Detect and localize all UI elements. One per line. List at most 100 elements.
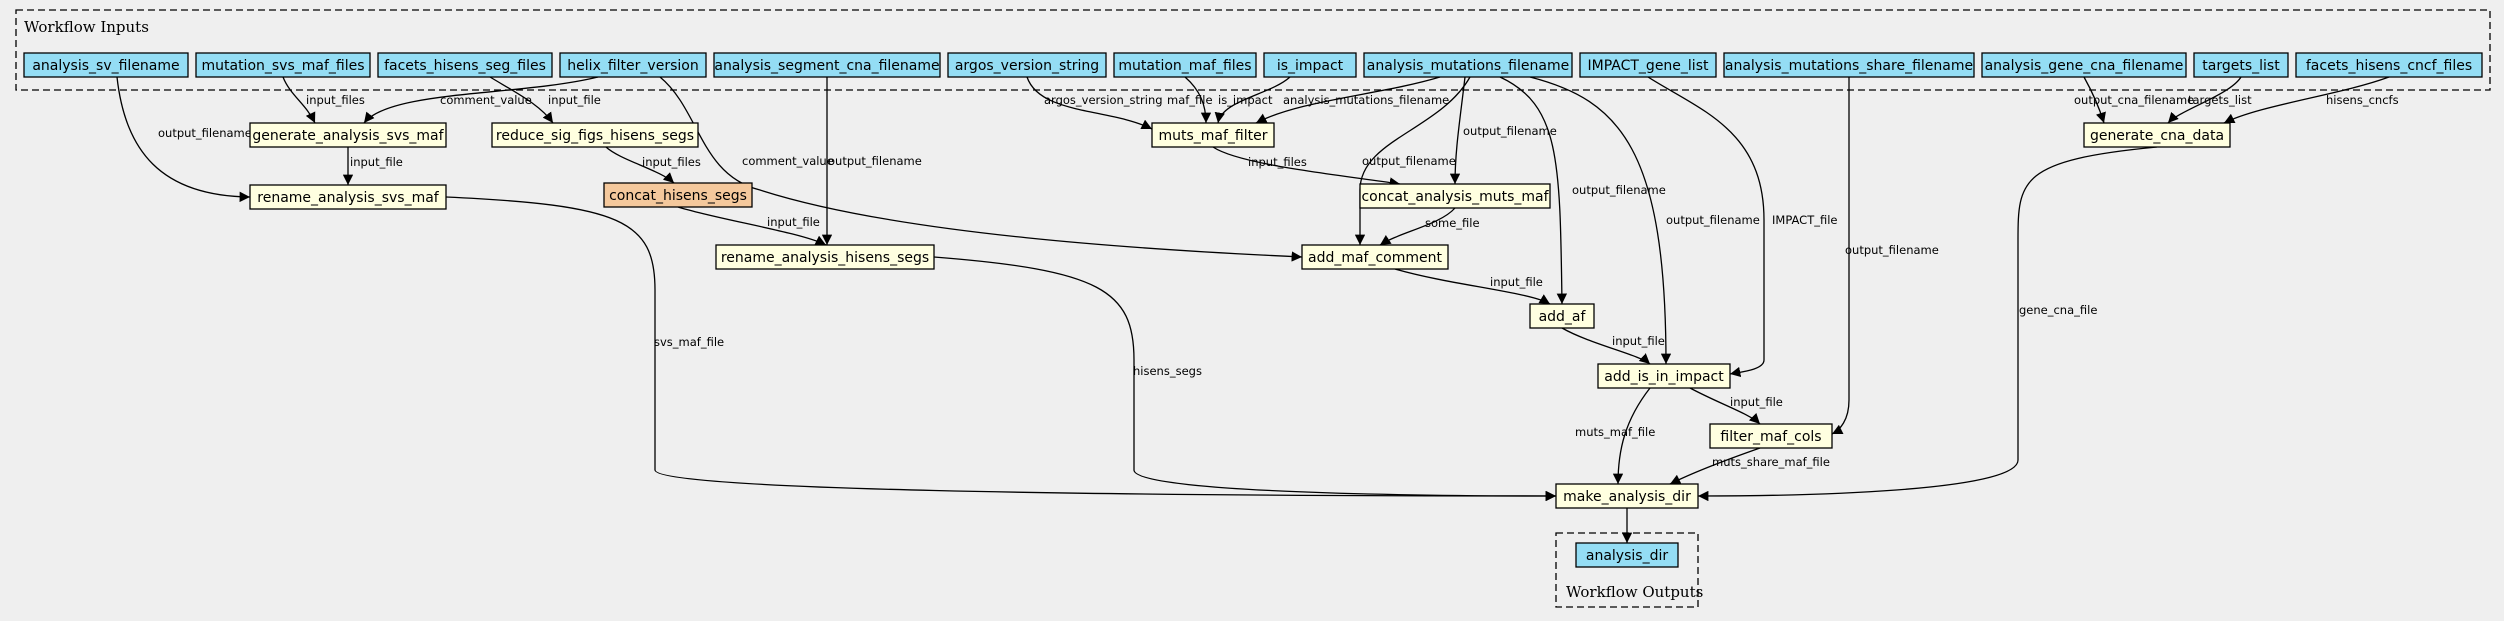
node-label-rename_analysis_svs_maf: rename_analysis_svs_maf xyxy=(257,190,440,206)
edge-label-reduce_sig_figs_hisens_segs-to-concat_hisens_segs: input_files xyxy=(642,155,701,169)
node-label-helix_filter_version: helix_filter_version xyxy=(567,58,698,74)
node-helix_filter_version[interactable]: helix_filter_version xyxy=(559,52,707,78)
edge-IMPACT_gene_list-to-add_is_in_impact xyxy=(1647,76,1765,378)
edge-label-generate_cna_data-to-make_analysis_dir: gene_cna_file xyxy=(2019,303,2097,317)
node-label-mutation_maf_files: mutation_maf_files xyxy=(1118,58,1251,74)
node-analysis_gene_cna_filename[interactable]: analysis_gene_cna_filename xyxy=(1981,52,2187,78)
node-box-make_analysis_dir xyxy=(1555,483,1699,509)
node-label-add_af: add_af xyxy=(1539,309,1587,325)
edge-label-filter_maf_cols-to-make_analysis_dir: muts_share_maf_file xyxy=(1712,455,1830,469)
node-analysis_dir[interactable]: analysis_dir xyxy=(1575,542,1679,568)
node-label-argos_version_string: argos_version_string xyxy=(955,58,1099,74)
node-rename_analysis_hisens_segs[interactable]: rename_analysis_hisens_segs xyxy=(715,244,935,270)
edge-label-argos_version_string-to-muts_maf_filter: argos_version_string xyxy=(1044,93,1163,107)
node-IMPACT_gene_list[interactable]: IMPACT_gene_list xyxy=(1579,52,1717,78)
node-box-analysis_dir xyxy=(1575,542,1679,568)
node-concat_analysis_muts_maf[interactable]: concat_analysis_muts_maf xyxy=(1359,183,1551,209)
edge-label-analysis_mutations_filename-to-muts_maf_filter: analysis_mutations_filename xyxy=(1283,93,1449,107)
node-generate_analysis_svs_maf[interactable]: generate_analysis_svs_maf xyxy=(249,122,447,148)
node-box-concat_analysis_muts_maf xyxy=(1359,183,1551,209)
node-add_af[interactable]: add_af xyxy=(1529,303,1595,329)
node-box-generate_cna_data xyxy=(2083,122,2231,148)
inputs-cluster-border xyxy=(15,9,2491,91)
node-analysis_mutations_share_filename[interactable]: analysis_mutations_share_filename xyxy=(1723,52,1975,78)
edge-facets_hisens_seg_files-to-reduce_sig_figs_hisens_segs xyxy=(489,76,554,124)
edge-label-concat_hisens_segs-to-rename_analysis_hisens_segs: input_file xyxy=(767,215,820,229)
edge-label-targets_list-to-generate_cna_data: targets_list xyxy=(2188,93,2252,107)
node-muts_maf_filter[interactable]: muts_maf_filter xyxy=(1151,122,1275,148)
edge-label-analysis_mutations_filename-to-concat_analysis_muts_maf: output_filename xyxy=(1463,124,1557,138)
edge-label-analysis_mutations_share_filename-to-filter_maf_cols: output_filename xyxy=(1845,243,1939,257)
edge-muts_maf_filter-to-concat_analysis_muts_maf xyxy=(1212,146,1401,188)
node-label-targets_list: targets_list xyxy=(2202,58,2280,74)
edge-label-add_is_in_impact-to-make_analysis_dir: muts_maf_file xyxy=(1575,425,1655,439)
node-analysis_sv_filename[interactable]: analysis_sv_filename xyxy=(23,52,189,78)
node-box-analysis_mutations_filename xyxy=(1363,52,1573,78)
edge-label-mutation_maf_files-to-muts_maf_filter: maf_file xyxy=(1167,93,1213,107)
node-label-analysis_segment_cna_filename: analysis_segment_cna_filename xyxy=(714,58,939,74)
node-label-make_analysis_dir: make_analysis_dir xyxy=(1563,489,1691,505)
node-box-reduce_sig_figs_hisens_segs xyxy=(491,122,699,148)
edge-label-concat_analysis_muts_maf-to-add_maf_comment: some_file xyxy=(1425,216,1480,230)
edge-analysis_mutations_filename-to-add_af xyxy=(1499,76,1568,305)
node-reduce_sig_figs_hisens_segs[interactable]: reduce_sig_figs_hisens_segs xyxy=(491,122,699,148)
node-rename_analysis_svs_maf[interactable]: rename_analysis_svs_maf xyxy=(249,184,447,210)
node-filter_maf_cols[interactable]: filter_maf_cols xyxy=(1709,423,1833,449)
node-label-concat_hisens_segs: concat_hisens_segs xyxy=(609,188,747,204)
node-box-helix_filter_version xyxy=(559,52,707,78)
node-label-muts_maf_filter: muts_maf_filter xyxy=(1158,128,1267,144)
edge-label-analysis_mutations_filename-to-add_is_in_impact: output_filename xyxy=(1666,213,1760,227)
node-label-add_maf_comment: add_maf_comment xyxy=(1308,250,1443,266)
edge-concat_analysis_muts_maf-to-add_maf_comment xyxy=(1379,207,1456,246)
edge-label-facets_hisens_cncf_files-to-generate_cna_data: hisens_cncfs xyxy=(2326,93,2399,107)
node-generate_cna_data[interactable]: generate_cna_data xyxy=(2083,122,2231,148)
node-concat_hisens_segs[interactable]: concat_hisens_segs xyxy=(603,182,753,208)
node-label-generate_analysis_svs_maf: generate_analysis_svs_maf xyxy=(252,128,444,144)
edge-analysis_mutations_filename-to-add_is_in_impact xyxy=(1529,76,1672,365)
node-label-is_impact: is_impact xyxy=(1277,58,1344,74)
node-label-facets_hisens_cncf_files: facets_hisens_cncf_files xyxy=(2306,58,2472,74)
node-label-analysis_dir: analysis_dir xyxy=(1586,548,1668,564)
node-add_maf_comment[interactable]: add_maf_comment xyxy=(1301,244,1449,270)
node-mutation_svs_maf_files[interactable]: mutation_svs_maf_files xyxy=(195,52,371,78)
node-label-analysis_mutations_share_filename: analysis_mutations_share_filename xyxy=(1725,58,1973,74)
node-analysis_mutations_filename[interactable]: analysis_mutations_filename xyxy=(1363,52,1573,78)
node-box-IMPACT_gene_list xyxy=(1579,52,1717,78)
edge-reduce_sig_figs_hisens_segs-to-concat_hisens_segs xyxy=(605,146,675,184)
inputs-cluster: Workflow Inputs xyxy=(15,9,2491,91)
edge-helix_filter_version-to-generate_analysis_svs_maf xyxy=(363,76,599,124)
edge-analysis_gene_cna_filename-to-generate_cna_data xyxy=(2083,76,2106,124)
node-facets_hisens_cncf_files[interactable]: facets_hisens_cncf_files xyxy=(2295,52,2483,78)
node-targets_list[interactable]: targets_list xyxy=(2193,52,2289,78)
edge-label-facets_hisens_seg_files-to-reduce_sig_figs_hisens_segs: input_file xyxy=(548,93,601,107)
edge-facets_hisens_cncf_files-to-generate_cna_data xyxy=(2223,76,2390,124)
node-argos_version_string[interactable]: argos_version_string xyxy=(947,52,1107,78)
node-add_is_in_impact[interactable]: add_is_in_impact xyxy=(1597,363,1731,389)
edge-label-analysis_mutations_filename-to-add_maf_comment: output_filename xyxy=(1362,154,1456,168)
edge-label-mutation_svs_maf_files-to-generate_analysis_svs_maf: input_files xyxy=(306,93,365,107)
edge-concat_hisens_segs-to-rename_analysis_hisens_segs xyxy=(677,206,827,246)
edge-mutation_maf_files-to-muts_maf_filter xyxy=(1184,76,1212,124)
edge-analysis_mutations_share_filename-to-filter_maf_cols xyxy=(1831,77,1850,435)
node-facets_hisens_seg_files[interactable]: facets_hisens_seg_files xyxy=(377,52,553,78)
node-box-add_maf_comment xyxy=(1301,244,1449,270)
node-box-analysis_segment_cna_filename xyxy=(713,52,941,78)
node-mutation_maf_files[interactable]: mutation_maf_files xyxy=(1113,52,1257,78)
edge-add_is_in_impact-to-make_analysis_dir xyxy=(1612,387,1651,485)
node-box-argos_version_string xyxy=(947,52,1107,78)
node-label-generate_cna_data: generate_cna_data xyxy=(2090,128,2224,144)
edge-label-muts_maf_filter-to-concat_analysis_muts_maf: input_files xyxy=(1248,155,1307,169)
edge-analysis_mutations_filename-to-concat_analysis_muts_maf xyxy=(1449,76,1466,185)
edge-label-analysis_gene_cna_filename-to-generate_cna_data: output_cna_filename xyxy=(2074,93,2194,107)
node-box-analysis_gene_cna_filename xyxy=(1981,52,2187,78)
node-box-filter_maf_cols xyxy=(1709,423,1833,449)
inputs-cluster-label: Workflow Inputs xyxy=(24,18,149,36)
node-analysis_segment_cna_filename[interactable]: analysis_segment_cna_filename xyxy=(713,52,941,78)
node-label-IMPACT_gene_list: IMPACT_gene_list xyxy=(1588,58,1709,74)
node-label-mutation_svs_maf_files: mutation_svs_maf_files xyxy=(201,58,364,74)
node-box-rename_analysis_hisens_segs xyxy=(715,244,935,270)
node-make_analysis_dir[interactable]: make_analysis_dir xyxy=(1555,483,1699,509)
node-is_impact[interactable]: is_impact xyxy=(1263,52,1357,78)
edge-label-rename_analysis_svs_maf-to-make_analysis_dir: svs_maf_file xyxy=(654,335,724,349)
